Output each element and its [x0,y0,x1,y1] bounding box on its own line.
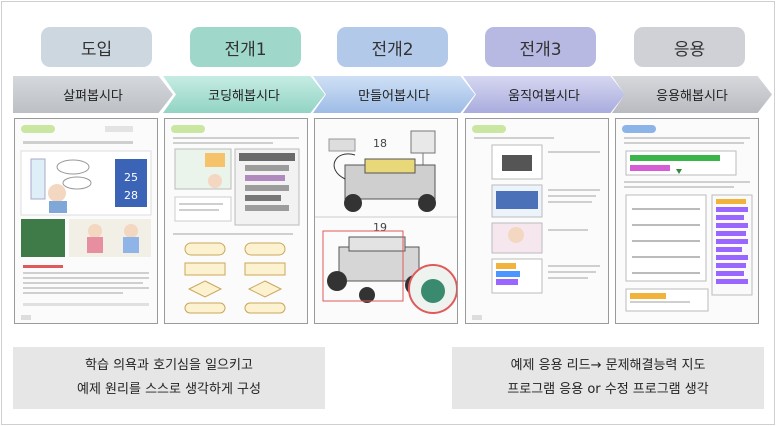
caption-intro-summary: 학습 의욕과 호기심을 일으키고 예제 원리를 스스로 생각하게 구성 [13,347,325,409]
step-arrow-build: 만들어봅시다 [313,76,475,113]
step-label: 만들어봅시다 [358,89,430,104]
textbook-page-coding [164,118,308,324]
step-label: 움직여봅시다 [508,89,580,104]
stage-label: 전개1 [224,39,267,60]
step-label: 코딩해봅시다 [208,89,280,104]
step-label: 응용해봅시다 [656,89,728,104]
stage-development-3: 전개3 [485,27,596,67]
step-arrow-apply: 응용해봅시다 [612,76,772,113]
stage-application: 응용 [634,27,745,67]
build-step-a: 18 [373,137,387,150]
stage-label: 전개3 [519,39,562,60]
caption-line: 학습 의욕과 호기심을 일으키고 [85,358,253,373]
textbook-page-apply [615,118,759,324]
textbook-page-build: 18 19 [314,118,458,324]
textbook-page-intro: 25 28 [14,118,158,324]
stage-label: 도입 [80,39,113,60]
intro-number-2: 28 [124,189,138,202]
caption-line: 예제 응용 리드→ 문제해결능력 지도 [510,358,706,373]
stage-intro: 도입 [41,27,152,67]
caption-application-summary: 예제 응용 리드→ 문제해결능력 지도 프로그램 응용 or 수정 프로그램 생… [452,347,764,409]
textbook-page-move [465,118,609,324]
step-arrow-code: 코딩해봅시다 [163,76,325,113]
caption-line: 프로그램 응용 or 수정 프로그램 생각 [507,382,709,397]
stage-label: 응용 [673,39,706,60]
stage-label: 전개2 [371,39,414,60]
intro-number-1: 25 [124,171,138,184]
step-arrow-move: 움직여봅시다 [463,76,625,113]
step-label: 살펴봅시다 [63,89,123,104]
step-arrow-observe: 살펴봅시다 [13,76,173,113]
build-step-b: 19 [373,221,387,234]
stage-development-2: 전개2 [337,27,448,67]
stage-development-1: 전개1 [190,27,301,67]
caption-line: 예제 원리를 스스로 생각하게 구성 [77,382,261,397]
